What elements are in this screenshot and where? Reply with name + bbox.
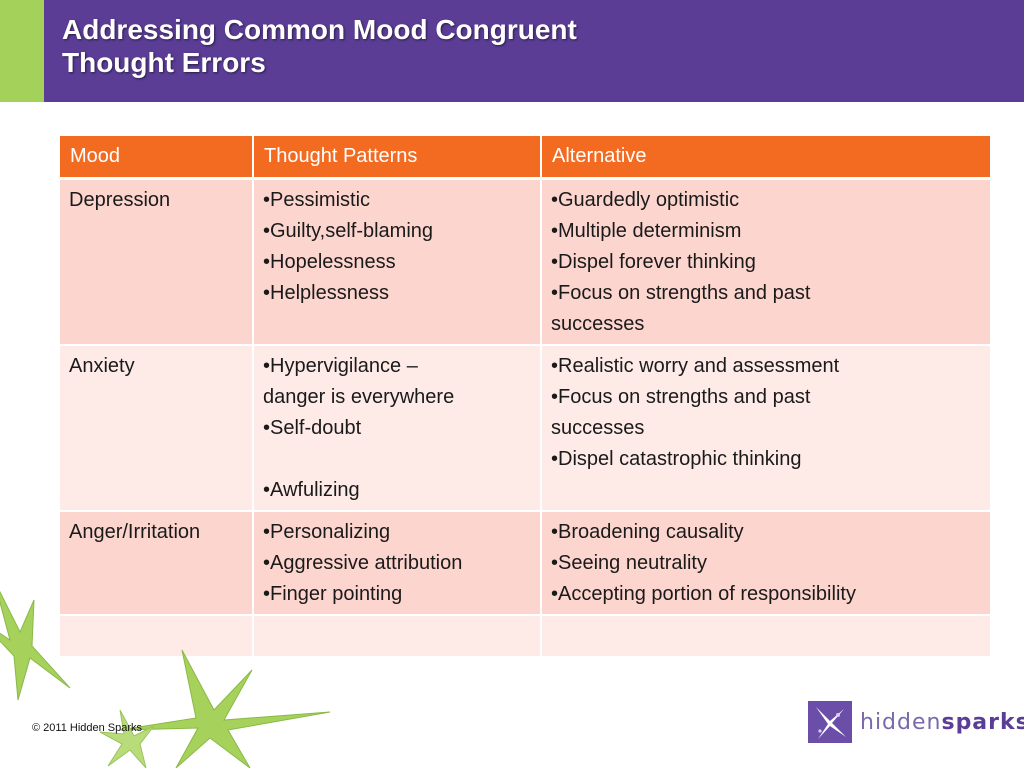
mood-cell: Anxiety [60, 344, 254, 512]
alternative-item: •Dispel catastrophic thinking [551, 447, 802, 470]
alternative-item: successes [551, 416, 645, 439]
alternatives-cell: •Realistic worry and assessment •Focus o… [541, 344, 990, 512]
pattern-item: •Hopelessness [263, 250, 396, 273]
alternative-item: •Multiple determinism [551, 219, 742, 242]
star-shape [0, 590, 71, 701]
mood-cell [60, 614, 254, 658]
alternative-item: •Seeing neutrality [551, 551, 707, 574]
hidden-sparks-logo: hiddensparks [808, 700, 1024, 744]
table-row-anger-irritation: Anger/Irritation •Personalizing •Aggress… [60, 510, 990, 616]
slide-title-line-1: Addressing Common Mood Congruent [62, 14, 577, 45]
mood-label: Depression [69, 188, 171, 211]
pattern-item: •Helplessness [263, 281, 389, 304]
logo-wordmark-sparks: sparks [941, 710, 1024, 735]
pattern-item: •Self-doubt [263, 416, 362, 439]
table-row-depression: Depression •Pessimistic •Guilty,self-bla… [60, 178, 990, 346]
table-row-empty [60, 614, 990, 658]
title-accent-bar [0, 0, 44, 102]
pattern-item: •Personalizing [263, 520, 391, 543]
thought-errors-table: Mood Thought Patterns Alternative Depres… [60, 136, 990, 658]
alternative-item: •Broadening causality [551, 520, 744, 543]
star-shape [99, 709, 155, 768]
alternative-item: •Realistic worry and assessment [551, 354, 840, 377]
pattern-item: •Finger pointing [263, 582, 403, 605]
header-alternative: Alternative [541, 136, 990, 180]
table-header-row: Mood Thought Patterns Alternative [60, 136, 990, 180]
patterns-cell: •Hypervigilance – danger is everywhere •… [253, 344, 542, 512]
pattern-item [263, 444, 531, 475]
alternative-item: •Dispel forever thinking [551, 250, 756, 273]
mood-cell: Depression [60, 178, 254, 346]
mood-cell: Anger/Irritation [60, 510, 254, 616]
logo-wordmark: hiddensparks [860, 710, 1024, 735]
patterns-cell [253, 614, 542, 658]
title-bar: Addressing Common Mood Congruent Thought… [0, 0, 1024, 102]
alternative-item: •Focus on strengths and past [551, 385, 811, 408]
mood-label: Anger/Irritation [69, 520, 201, 543]
header-mood: Mood [60, 136, 254, 180]
alternative-item: •Focus on strengths and past [551, 281, 811, 304]
logo-wordmark-hidden: hidden [860, 710, 942, 735]
pattern-item: •Pessimistic [263, 188, 371, 211]
patterns-cell: •Personalizing •Aggressive attribution •… [253, 510, 542, 616]
alternative-item: successes [551, 312, 645, 335]
alternative-item: •Guardedly optimistic [551, 188, 740, 211]
copyright-notice: © 2011 Hidden Sparks [32, 722, 143, 734]
slide-title: Addressing Common Mood Congruent Thought… [62, 13, 962, 79]
pattern-item: danger is everywhere [263, 385, 455, 408]
patterns-cell: •Pessimistic •Guilty,self-blaming •Hopel… [253, 178, 542, 346]
pattern-item: •Hypervigilance – [263, 354, 418, 377]
slide-title-line-2: Thought Errors [62, 47, 266, 78]
thought-errors-table-container: Mood Thought Patterns Alternative Depres… [60, 136, 990, 658]
sparkle-logo-icon [808, 701, 852, 743]
header-thought-patterns: Thought Patterns [253, 136, 542, 180]
alternatives-cell: •Broadening causality •Seeing neutrality… [541, 510, 990, 616]
star-shape [119, 649, 331, 768]
alternative-item: •Accepting portion of responsibility [551, 582, 856, 605]
table-row-anxiety: Anxiety •Hypervigilance – danger is ever… [60, 344, 990, 512]
pattern-item: •Guilty,self-blaming [263, 219, 434, 242]
decorative-stars [0, 590, 331, 768]
alternatives-cell [541, 614, 990, 658]
mood-label: Anxiety [69, 354, 135, 377]
pattern-item: •Aggressive attribution [263, 551, 463, 574]
alternatives-cell: •Guardedly optimistic •Multiple determin… [541, 178, 990, 346]
pattern-item: •Awfulizing [263, 478, 360, 501]
